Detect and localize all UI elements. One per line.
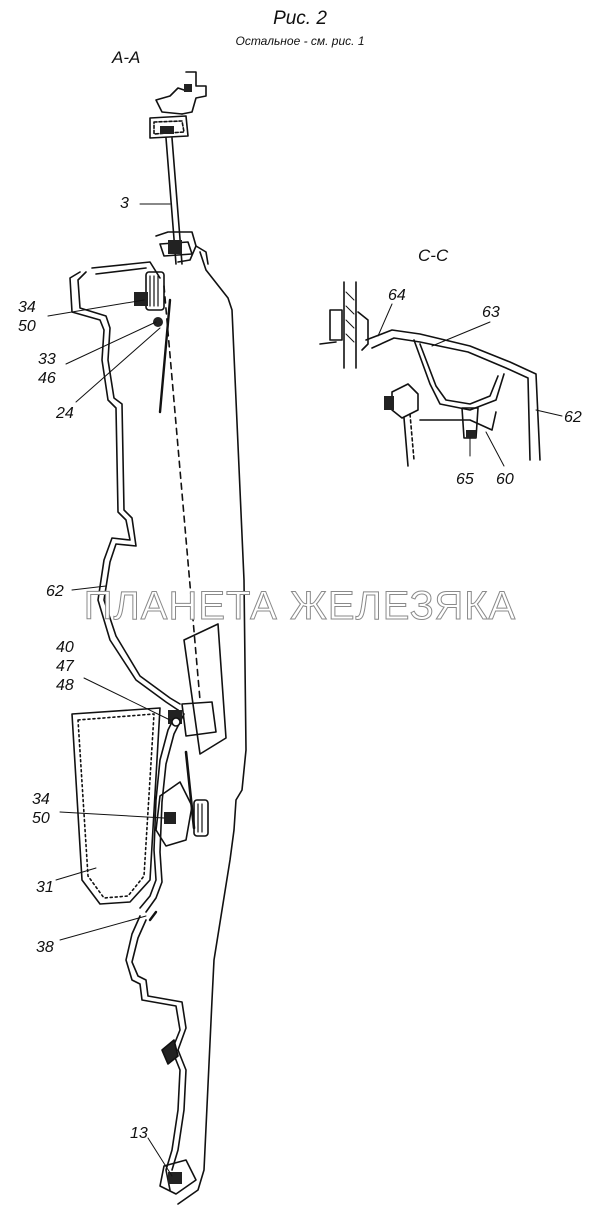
callout-64: 64 bbox=[388, 287, 406, 304]
callout-62-main: 62 bbox=[46, 583, 64, 600]
callout-46: 46 bbox=[38, 370, 56, 387]
callout-34: 34 bbox=[18, 299, 36, 316]
lower-box bbox=[71, 707, 209, 905]
lower-parts bbox=[148, 910, 197, 1195]
section-cc-detail bbox=[319, 281, 541, 467]
callout-40-47-48: 40 47 48 bbox=[56, 638, 74, 695]
callout-50: 50 bbox=[32, 810, 50, 827]
figure-subtitle: Остальное - см. рис. 1 bbox=[235, 34, 365, 48]
callout-33: 33 bbox=[38, 351, 56, 368]
callout-34-50-low: 34 50 bbox=[32, 790, 50, 828]
section-label-cc: С-С bbox=[418, 246, 449, 265]
watermark: ПЛАНЕТА ЖЕЛЕЗЯКА bbox=[83, 584, 517, 629]
callout-38: 38 bbox=[36, 939, 54, 956]
callout-33-46: 33 46 bbox=[38, 350, 56, 388]
callout-50: 50 bbox=[18, 318, 36, 335]
callout-34: 34 bbox=[32, 791, 50, 808]
callout-34-50-top: 34 50 bbox=[18, 298, 36, 336]
hinge-plate bbox=[168, 623, 227, 830]
leader-lines-cc bbox=[377, 303, 563, 467]
callout-13: 13 bbox=[130, 1125, 148, 1142]
callout-60: 60 bbox=[496, 471, 514, 488]
callout-24: 24 bbox=[56, 405, 74, 422]
callout-48: 48 bbox=[56, 677, 74, 694]
callout-31: 31 bbox=[36, 879, 54, 896]
main-panel bbox=[69, 251, 247, 1205]
callout-40: 40 bbox=[56, 639, 74, 656]
inner-liner bbox=[158, 285, 201, 701]
top-clip bbox=[149, 71, 207, 139]
figure-title: Рис. 2 bbox=[273, 8, 327, 29]
callout-3: 3 bbox=[120, 195, 129, 212]
callout-65: 65 bbox=[456, 471, 474, 488]
callout-62-cc: 62 bbox=[564, 409, 582, 426]
callout-63: 63 bbox=[482, 304, 500, 321]
leader-lines-aa bbox=[47, 203, 173, 1177]
upper-bracket bbox=[91, 231, 209, 327]
callout-47: 47 bbox=[56, 658, 74, 675]
section-label-aa: А-А bbox=[112, 48, 141, 67]
